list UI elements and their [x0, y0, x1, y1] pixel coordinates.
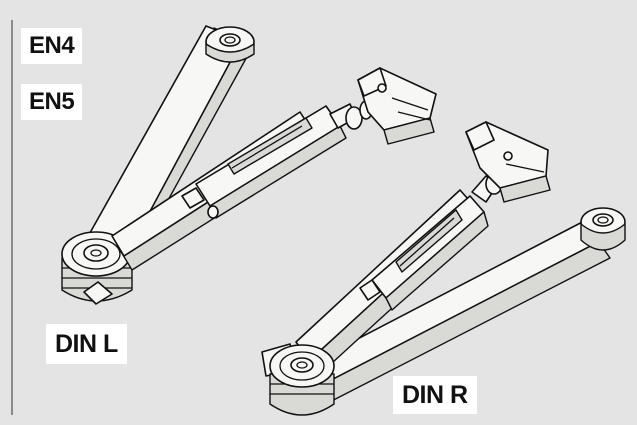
din-r-mounting-shoe	[465, 121, 551, 203]
label-en4: EN4	[21, 28, 83, 64]
din-r-base-pivot	[261, 343, 335, 416]
left-divider-line	[11, 20, 13, 415]
label-en5: EN5	[21, 84, 83, 120]
label-din-l: DIN L	[46, 324, 127, 364]
din-l-telescopic-arm	[111, 100, 373, 271]
din-l-base-pivot	[61, 231, 133, 305]
din-l-mounting-shoe	[357, 67, 437, 145]
din-r-arm-assembly	[261, 121, 626, 416]
label-din-r: DIN R	[393, 376, 477, 414]
din-l-arm-assembly	[61, 25, 437, 305]
din-l-main-arm	[85, 25, 255, 263]
